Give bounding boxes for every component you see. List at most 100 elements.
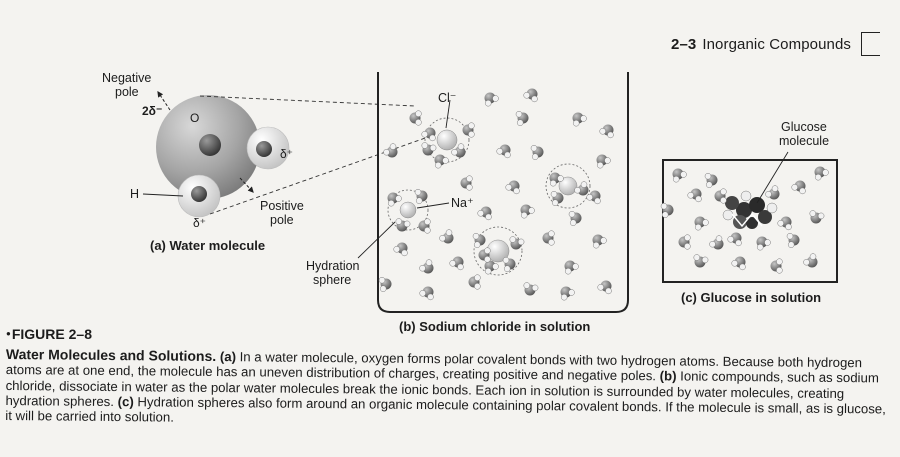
water-molecule (502, 256, 516, 272)
figure-label: ●FIGURE 2–8 (6, 326, 92, 342)
water-molecule (439, 229, 454, 244)
sodium-ion-label: Na⁺ (451, 196, 474, 210)
water-molecule (672, 168, 687, 183)
glucose-label-1: Glucose (781, 120, 827, 134)
hydration-sphere-label-1: Hydration (306, 259, 360, 273)
panel-a-caption: (a) Water molecule (150, 238, 265, 253)
water-molecule (597, 280, 612, 295)
water-molecules-c (660, 166, 829, 274)
water-molecule (421, 127, 436, 142)
water-molecule (418, 218, 431, 234)
section-title: Inorganic Compounds (702, 35, 851, 53)
na-pointer-line (416, 202, 450, 209)
water-molecule (509, 236, 525, 250)
water-molecule (477, 206, 492, 221)
negative-pole-label-2: pole (115, 85, 139, 99)
water-molecule (599, 124, 614, 139)
water-molecule (462, 122, 475, 138)
panel-c-caption: (c) Glucose in solution (681, 290, 821, 305)
glucose-pointer-line (756, 151, 789, 204)
water-molecule (572, 112, 587, 127)
panel-b-caption: (b) Sodium chloride in solution (399, 319, 590, 334)
charge-2delta-label: 2δ⁻ (142, 104, 162, 118)
glucose-box (662, 159, 838, 283)
water-molecule (484, 260, 499, 275)
figure-number: FIGURE 2–8 (11, 326, 92, 342)
water-molecule (523, 88, 538, 103)
figure-bullet: ● (6, 329, 11, 338)
running-head: 2–3 Inorganic Compounds (671, 32, 880, 56)
water-molecule (434, 154, 449, 169)
positive-pole-label-1: Positive (260, 199, 304, 213)
glucose-molecule (722, 190, 778, 229)
water-molecule (568, 210, 582, 226)
water-molecule (378, 276, 392, 292)
hydration-sphere-2 (545, 163, 591, 209)
water-molecules-b (378, 88, 614, 301)
water-molecule (660, 202, 674, 218)
water-molecule (523, 282, 539, 296)
water-molecule (409, 110, 422, 126)
caption-marker-c: (c) (117, 393, 134, 410)
hydration-sphere-3 (473, 226, 523, 276)
water-molecule (586, 190, 601, 205)
glucose-label-2: molecule (779, 134, 829, 148)
water-molecule (460, 175, 473, 191)
panel-c-glucose: Glucose molecule (c) Glucose in solution (660, 120, 838, 305)
water-molecule (549, 172, 564, 187)
positive-pole-label-2: pole (270, 213, 294, 227)
water-molecule (574, 181, 589, 196)
water-molecule (550, 190, 564, 206)
hydration-sphere-label-2: sphere (313, 273, 351, 287)
water-molecule (694, 216, 709, 231)
oxygen-nucleus (199, 134, 221, 156)
water-molecule (478, 247, 491, 263)
water-molecule (393, 242, 408, 257)
water-molecule (693, 254, 709, 268)
caption-marker-b: (b) (659, 368, 677, 384)
water-molecule (678, 234, 691, 250)
water-molecule (530, 144, 544, 160)
water-molecule (515, 110, 529, 126)
page-corner-box (861, 32, 880, 56)
caption-marker-a: (a) (219, 349, 237, 365)
cl-pointer-line (445, 99, 451, 129)
panel-b-sodium-chloride: Cl⁻ Na⁺ Hydration sphere (b) Sodium chlo… (306, 72, 629, 334)
beaker-outline (377, 72, 629, 313)
water-molecule (520, 204, 535, 219)
water-molecule (714, 188, 727, 204)
cl-hydration-sphere (424, 117, 470, 163)
oxygen-symbol: O (190, 111, 199, 125)
charge-delta-right: δ⁺ (280, 147, 293, 161)
water-molecule (449, 256, 464, 271)
water-molecule (770, 258, 783, 274)
ion-3 (558, 176, 578, 196)
caption-title: Water Molecules and Solutions. (5, 346, 217, 365)
water-molecule (505, 180, 520, 195)
water-molecule (419, 259, 434, 274)
water-molecule (383, 143, 398, 158)
water-molecule (592, 234, 607, 249)
water-molecule (709, 235, 724, 250)
negative-pole-label-1: Negative (102, 71, 151, 85)
water-molecule (777, 216, 792, 231)
water-molecule (727, 232, 742, 247)
hydrogen-nucleus-bottom (191, 186, 207, 202)
hydration-pointer-line (357, 221, 396, 259)
na-hydration-sphere (387, 189, 429, 231)
hydrogen-symbol: H (130, 187, 139, 201)
panel-a-water-molecule: Negative pole 2δ⁻ O δ⁺ H δ⁺ Positive pol… (102, 71, 304, 253)
water-molecule (395, 218, 411, 232)
chloride-ion-label: Cl⁻ (438, 91, 456, 105)
figure-caption: Water Molecules and Solutions. (a) In a … (5, 346, 896, 432)
water-molecule (803, 253, 818, 268)
water-molecule (765, 185, 780, 200)
water-molecule (468, 274, 481, 290)
sodium-ion (399, 201, 417, 219)
water-molecule (687, 188, 702, 203)
positive-pole-arrow (239, 177, 254, 193)
water-molecule (472, 232, 486, 248)
water-molecule (809, 210, 825, 224)
